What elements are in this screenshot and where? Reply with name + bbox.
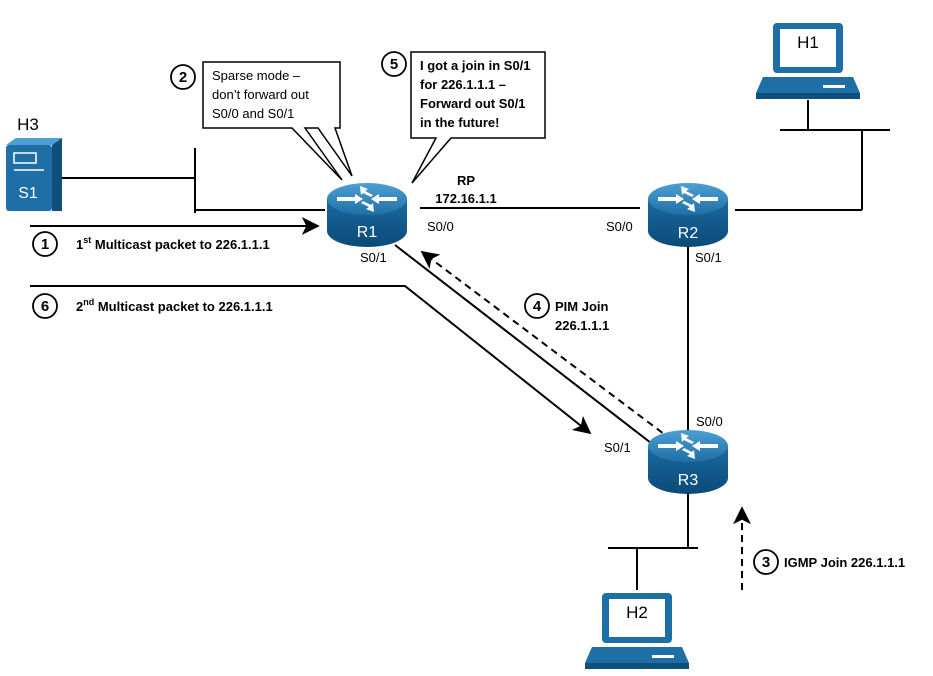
arrow-pim-join xyxy=(420,250,673,441)
callout-join-line2: for 226.1.1.1 – xyxy=(420,77,506,92)
callout-join-line1: I got a join in S0/1 xyxy=(420,58,531,73)
svg-text:6: 6 xyxy=(41,298,49,315)
r1-s00-label: S0/0 xyxy=(427,219,454,234)
svg-text:5: 5 xyxy=(390,56,398,73)
r2-s01-label: S0/1 xyxy=(695,250,722,265)
step-5-badge: 5 xyxy=(381,51,407,77)
link-r1-r3 xyxy=(394,244,661,451)
svg-text:1: 1 xyxy=(41,236,49,253)
arrow-second-packet xyxy=(30,285,592,435)
igmp-join-text: IGMP Join 226.1.1.1 xyxy=(784,555,905,570)
host-h1-label: H1 xyxy=(797,33,819,52)
server-drive-icon xyxy=(13,152,37,164)
svg-text:2: 2 xyxy=(179,69,187,86)
arrows xyxy=(30,217,751,590)
svg-text:3: 3 xyxy=(762,554,770,571)
callout-join-received: I got a join in S0/1 for 226.1.1.1 – For… xyxy=(410,51,546,184)
step-2-badge: 2 xyxy=(170,64,196,90)
step-1-label: 1 1st Multicast packet to 226.1.1.1 xyxy=(32,231,270,257)
svg-text:1st Multicast packet to 226.1.: 1st Multicast packet to 226.1.1.1 xyxy=(76,235,270,252)
step-6-label: 6 2nd Multicast packet to 226.1.1.1 xyxy=(32,293,273,319)
pim-join-line2: 226.1.1.1 xyxy=(555,318,609,333)
callout-join-line4: in the future! xyxy=(420,115,499,130)
server-label: S1 xyxy=(18,185,38,202)
pim-join-line1: PIM Join xyxy=(555,299,609,314)
step-3-label: 3 IGMP Join 226.1.1.1 xyxy=(753,549,905,575)
host-h2-label: H2 xyxy=(626,603,648,622)
r3-s01-label: S0/1 xyxy=(604,440,631,455)
links xyxy=(60,100,890,590)
r3-s00-label: S0/0 xyxy=(696,414,723,429)
callout-sparse-line3: S0/0 and S0/1 xyxy=(212,106,294,121)
svg-text:2nd Multicast packet to 226.1.: 2nd Multicast packet to 226.1.1.1 xyxy=(76,297,273,314)
svg-text:4: 4 xyxy=(533,298,542,315)
router-r3-label: R3 xyxy=(678,472,699,489)
callout-join-line3: Forward out S0/1 xyxy=(420,96,525,111)
r2-s00-label: S0/0 xyxy=(606,219,633,234)
router-r2-label: R2 xyxy=(678,225,699,242)
callout-sparse-line1: Sparse mode – xyxy=(212,68,301,83)
rp-title: RP xyxy=(457,173,475,188)
callout-sparse-mode: Sparse mode – don’t forward out S0/0 and… xyxy=(202,61,353,181)
host-h3-label: H3 xyxy=(17,115,39,134)
r1-s01-label: S0/1 xyxy=(360,250,387,265)
router-r1-label: R1 xyxy=(357,224,378,241)
server-s1: S1 xyxy=(6,138,62,211)
callout-sparse-line2: don’t forward out xyxy=(212,87,309,102)
step-4-label: 4 PIM Join 226.1.1.1 xyxy=(524,293,609,333)
rp-address: 172.16.1.1 xyxy=(435,191,496,206)
